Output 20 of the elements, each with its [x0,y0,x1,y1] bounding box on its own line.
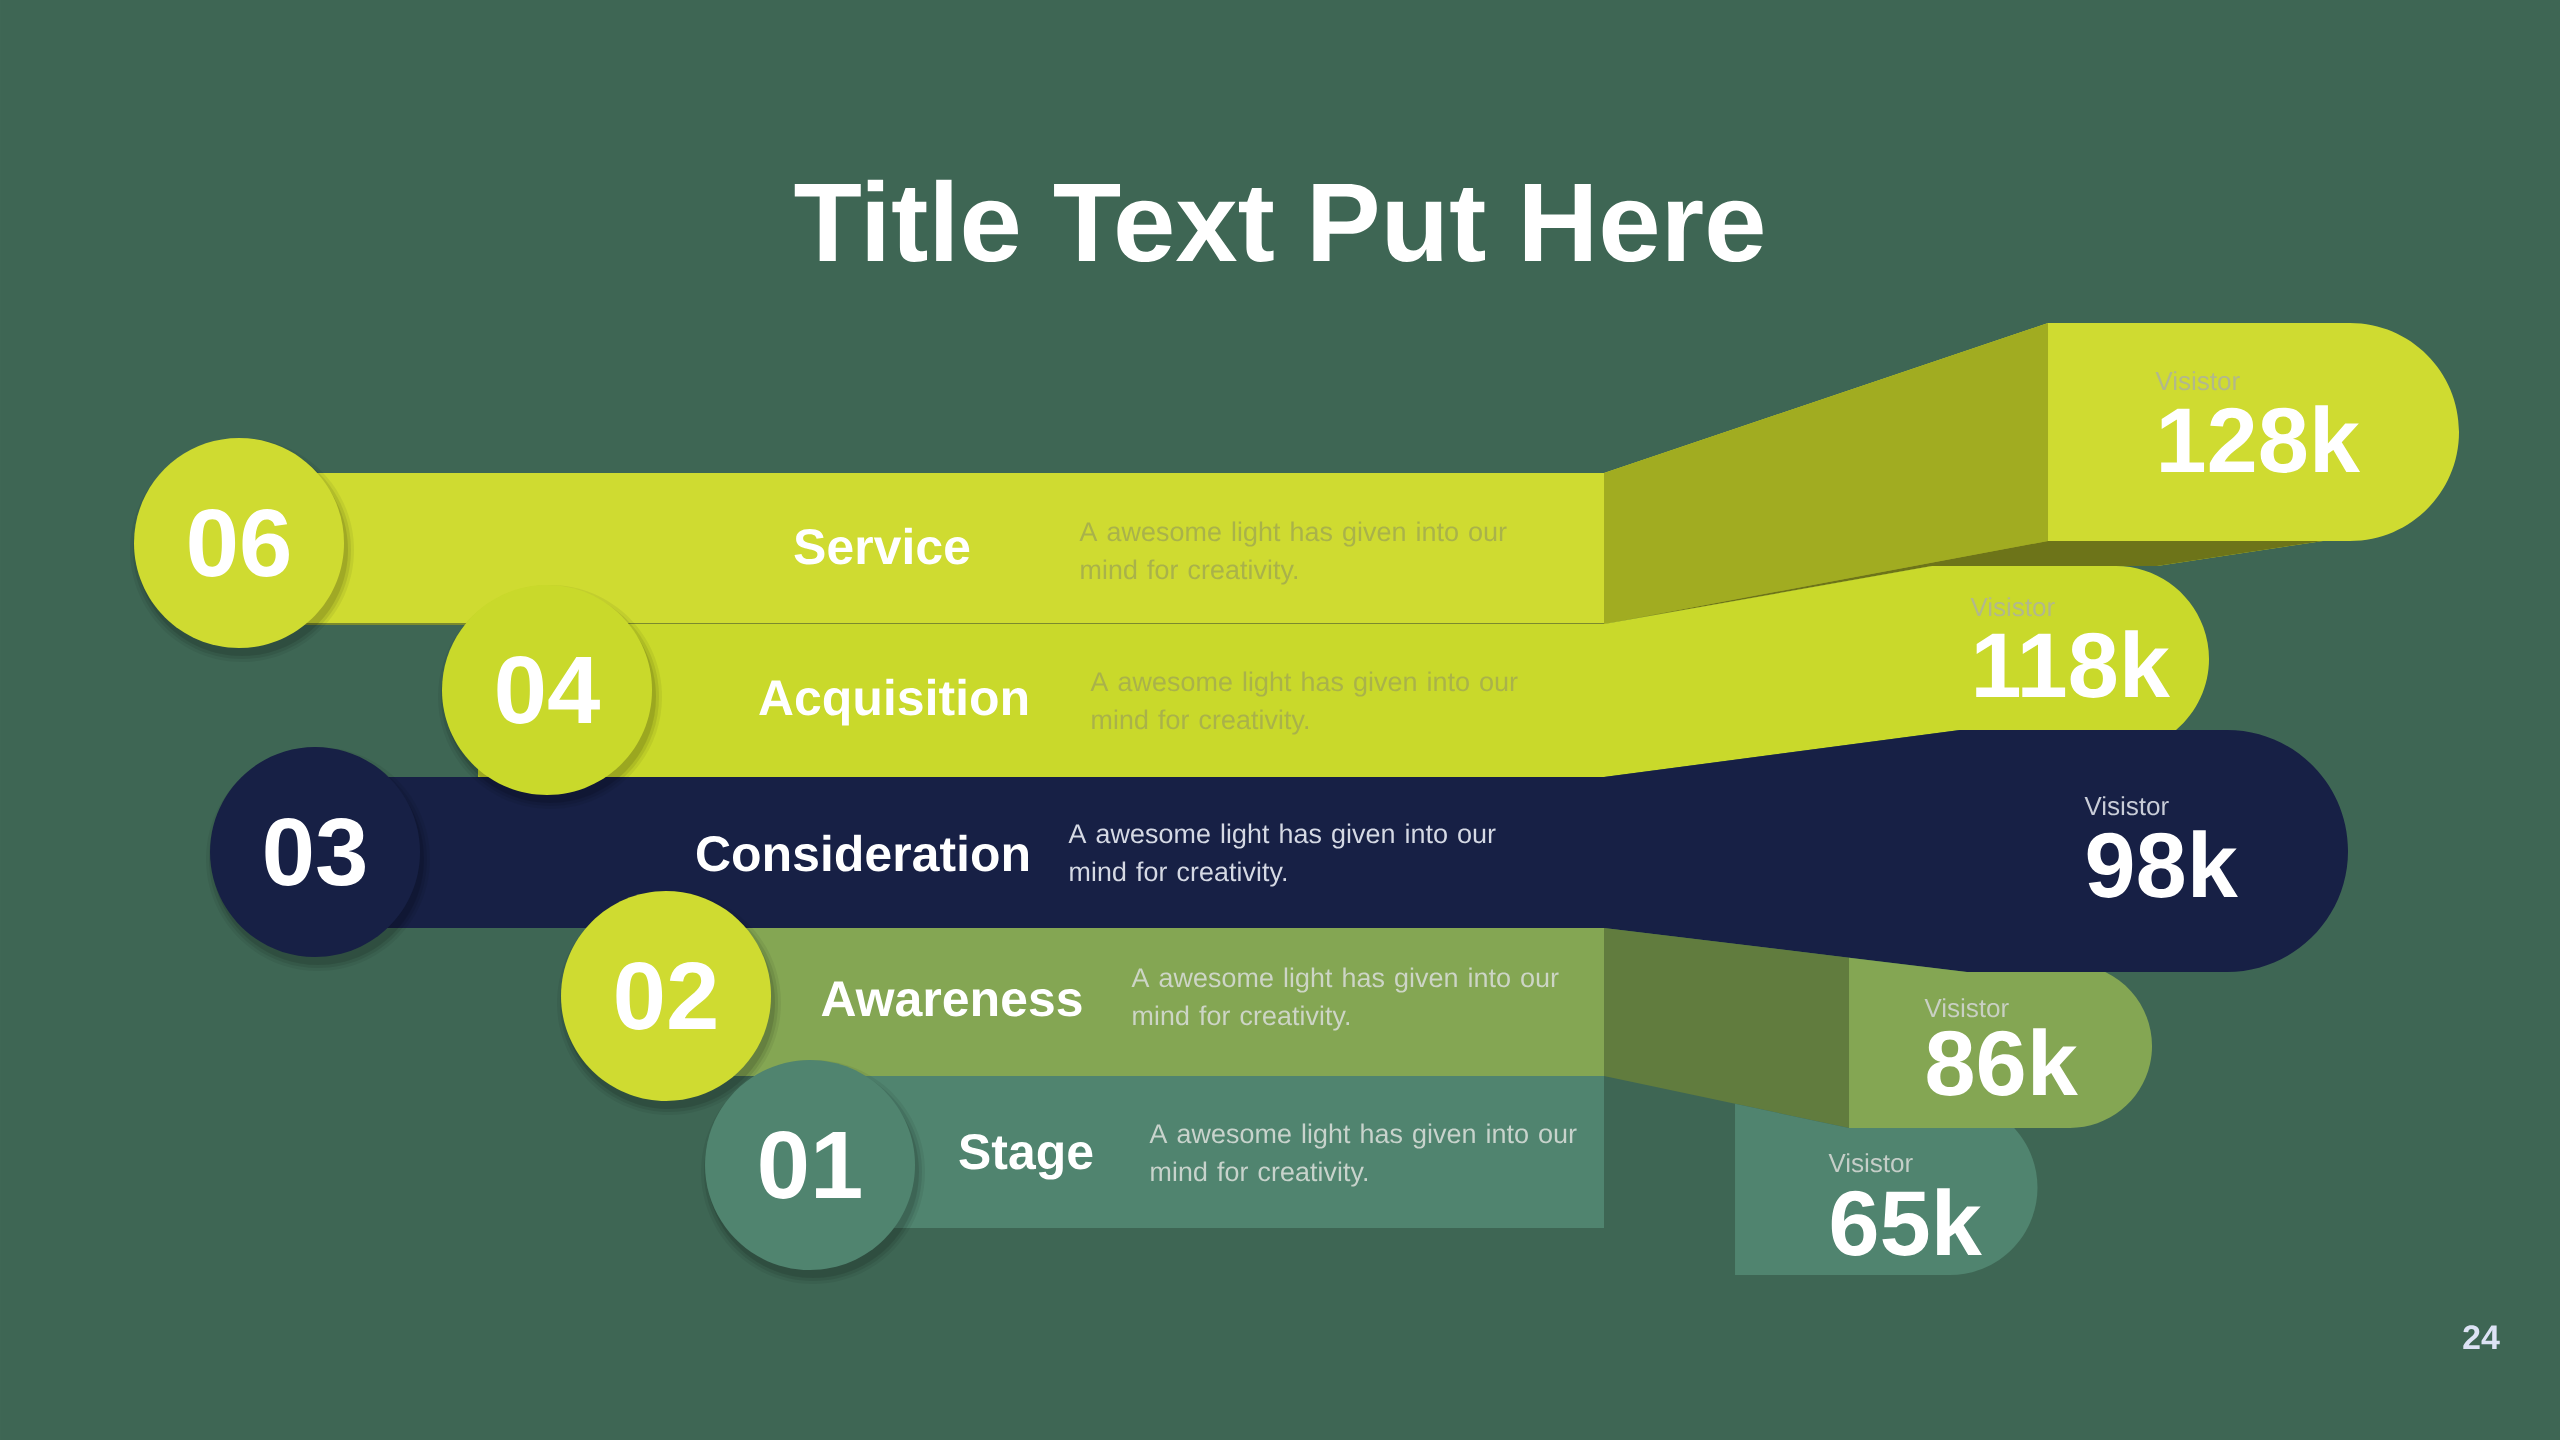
band-title: Awareness [821,981,1082,1017]
band-description: A awesome light has given into our mind for creativity. [1149,1123,1577,1187]
band-title: Stage [959,1134,1093,1180]
band-description: A awesome light has given into our mind for creativity. [1068,823,1496,887]
visitor-label: Visistor [1828,1153,1913,1173]
visitor-label: Visistor [1924,998,2009,1018]
visitor-count: 98k [2087,830,2238,898]
visitor-count: 128k [2161,405,2361,473]
band-title: Consideration [697,834,1028,872]
band-title: Service [794,527,970,565]
visitor-label: Visistor [1970,597,2055,617]
band-title: Acquisition [759,678,1028,726]
visitor-count: 118k [1976,630,2171,698]
title: Title Text Put Here [794,179,1763,263]
page-number: 24 [2463,1325,2500,1349]
visitor-count: 65k [1831,1188,1982,1256]
visitor-count: 86k [1927,1028,2078,1096]
visitor-label: Visistor [2155,371,2240,391]
band-description: A awesome light has given into our mind for creativity. [1131,967,1559,1031]
visitor-label: Visistor [2084,796,2169,816]
